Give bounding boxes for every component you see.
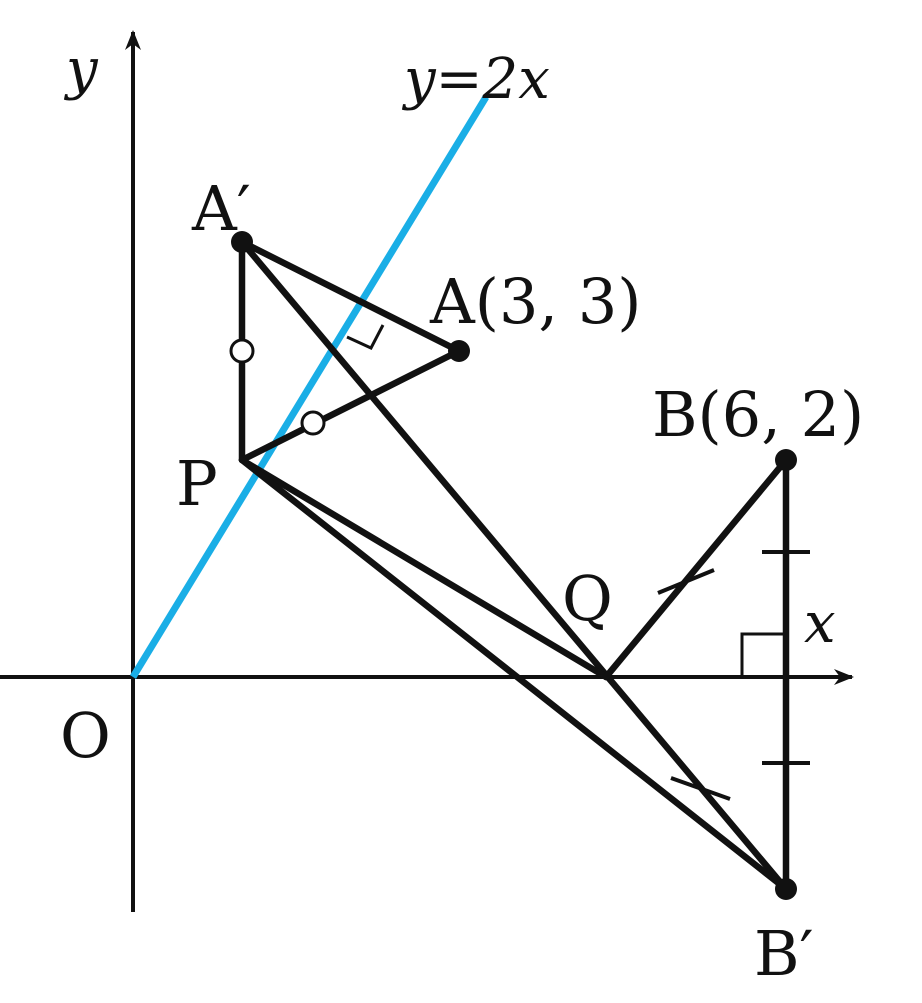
segment-p-a xyxy=(238,347,463,464)
point-q-label: Q xyxy=(562,562,613,635)
point-b-label: B(6, 2) xyxy=(652,378,864,451)
segment-p-b-prime xyxy=(238,456,790,893)
point-a-prime xyxy=(231,231,253,253)
x-axis-label: x xyxy=(804,591,836,656)
right-angle-marker-a-a-prime xyxy=(346,324,385,350)
line-equation-label: y=2x xyxy=(401,47,550,112)
segment-q-b xyxy=(602,456,790,681)
point-b-prime-label: B′ xyxy=(754,917,814,990)
y-axis-label: y xyxy=(63,37,99,102)
segment-a-prime-a xyxy=(238,238,463,355)
point-p-label: P xyxy=(176,447,218,520)
tick-mark-q-b-prime xyxy=(670,776,731,801)
right-angle-marker-b-b-prime xyxy=(740,632,786,677)
tick-marks xyxy=(657,550,810,801)
midpoint-marker-a-prime-p xyxy=(229,338,255,364)
point-a xyxy=(448,340,470,362)
line-y-equals-2x xyxy=(130,95,489,679)
origin-label: O xyxy=(60,699,111,772)
segment-a-prime-b-prime xyxy=(238,238,790,893)
segment-p-q xyxy=(238,456,610,681)
tick-mark-q-b xyxy=(657,568,715,595)
point-b-prime xyxy=(775,878,797,900)
point-b xyxy=(775,449,797,471)
midpoint-marker-p-a xyxy=(300,410,326,436)
point-a-prime-label: A′ xyxy=(191,172,251,245)
point-a-label: A(3, 3) xyxy=(429,265,641,338)
